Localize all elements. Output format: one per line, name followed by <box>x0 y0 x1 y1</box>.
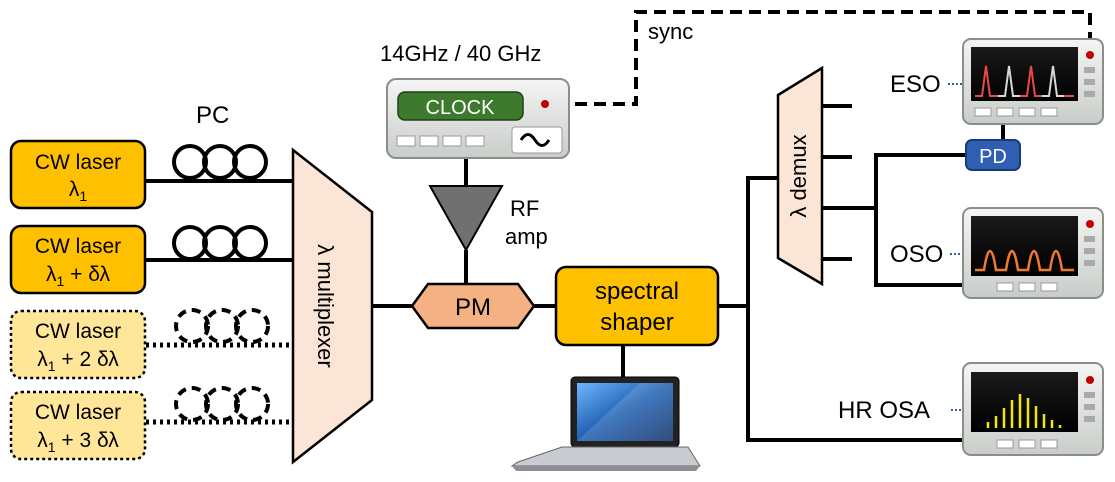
oso-oscilloscope <box>962 207 1104 299</box>
laser-1: CW laser λ1 <box>9 139 147 210</box>
fiber-to-oso <box>874 208 985 287</box>
pm-label: PM <box>455 294 491 321</box>
laser-3-wavelength: λ1 + 2 δλ <box>37 348 119 374</box>
oso-label: OSO <box>890 241 943 268</box>
polarization-controllers <box>172 144 270 422</box>
laser-2-title: CW laser <box>35 235 121 258</box>
laser-1-title: CW laser <box>35 151 121 174</box>
laser-3: CW laser λ1 + 2 δλ <box>9 309 147 380</box>
clock-device: CLOCK <box>386 78 570 159</box>
hr-osa-analyzer <box>962 362 1104 456</box>
fiber-split <box>746 176 985 442</box>
laser-4-wavelength: λ1 + 3 δλ <box>37 429 119 455</box>
pc-loops-1 <box>172 144 268 180</box>
wavelength-multiplexer: λ multiplexer <box>291 147 374 465</box>
shaper-label-line2: shaper <box>600 309 673 336</box>
rf-amp-label-line1: RF <box>510 196 539 221</box>
eso-label: ESO <box>890 71 941 98</box>
laser-2-wavelength: λ1 + δλ <box>46 263 111 289</box>
wavelength-demux: λ demux <box>776 65 824 287</box>
dotted-fibers <box>146 342 295 425</box>
clock-display-text: CLOCK <box>426 97 496 119</box>
demux-label: λ demux <box>786 134 811 217</box>
pc-label: PC <box>196 102 229 129</box>
eso-oscilloscope <box>962 38 1104 125</box>
pc-loops-3 <box>174 308 270 344</box>
laser-4-title: CW laser <box>35 401 121 424</box>
photodiode: PD <box>965 139 1021 171</box>
multiplexer-label: λ multiplexer <box>313 244 338 367</box>
fiber-to-pd <box>874 153 966 208</box>
shaper-label-line1: spectral <box>595 278 679 305</box>
laser-1-wavelength: λ1 <box>69 178 88 204</box>
sine-wave-icon <box>519 133 551 147</box>
hr-osa-label: HR OSA <box>838 397 930 424</box>
sync-cable <box>556 10 1092 106</box>
rf-amplifier <box>428 185 504 253</box>
pc-loops-4 <box>174 386 270 422</box>
spectral-shaper: spectral shaper <box>554 265 720 347</box>
laser-4: CW laser λ1 + 3 δλ <box>9 390 147 461</box>
fiber-lines <box>145 104 1005 442</box>
laser-3-title: CW laser <box>35 320 121 343</box>
pd-label: PD <box>979 146 1007 168</box>
pc-loops-2 <box>172 225 268 261</box>
laptop-icon <box>510 376 701 471</box>
sync-label: sync <box>648 19 693 44</box>
laser-2: CW laser λ1 + δλ <box>9 224 147 295</box>
clock-frequency-label: 14GHz / 40 GHz <box>380 41 541 66</box>
rf-amp-label-line2: amp <box>505 224 548 249</box>
clock-output-led <box>541 100 549 108</box>
phase-modulator: PM <box>410 282 536 330</box>
